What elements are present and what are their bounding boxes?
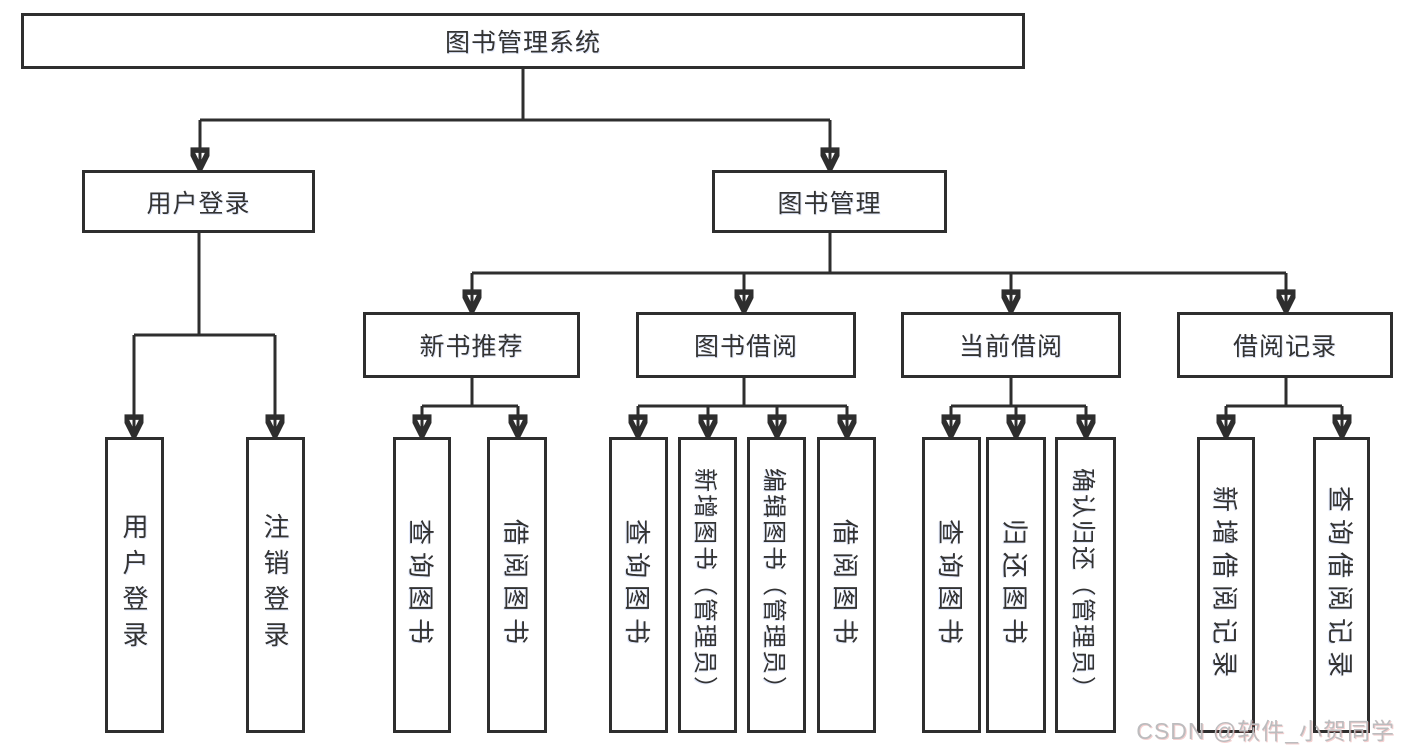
node-user-login: 用户登录 <box>82 170 315 233</box>
leaf-query-books-recommend: 查询图书 <box>393 437 451 733</box>
connector-book-borrow-children <box>638 378 847 432</box>
leaf-add-borrow-record: 新增借阅记录 <box>1197 437 1255 733</box>
leaf-borrow-books-recommend-label: 借阅图书 <box>500 518 531 651</box>
leaf-edit-book-admin-label: 编辑图书（管理员） <box>760 468 787 702</box>
leaf-query-borrow-record: 查询借阅记录 <box>1313 437 1370 733</box>
node-new-book-recommend: 新书推荐 <box>363 312 580 378</box>
leaf-confirm-return-admin-label: 确认归还（管理员） <box>1069 468 1096 702</box>
leaf-query-borrow-record-label: 查询借阅记录 <box>1325 485 1355 684</box>
leaf-add-book-admin: 新增图书（管理员） <box>678 437 737 733</box>
csdn-watermark: CSDN @软件_小贺同学 <box>1136 718 1395 744</box>
leaf-query-books-current-label: 查询图书 <box>935 518 965 651</box>
leaf-return-book-label: 归还图书 <box>999 518 1030 651</box>
connector-borrow-records-children <box>1226 378 1342 432</box>
leaf-query-books-borrow: 查询图书 <box>609 437 668 733</box>
leaf-user-login: 用户登录 <box>105 437 164 733</box>
node-current-borrow: 当前借阅 <box>901 312 1121 378</box>
node-book-management: 图书管理 <box>712 170 947 233</box>
node-book-borrow: 图书借阅 <box>636 312 856 378</box>
node-library-system: 图书管理系统 <box>21 13 1025 69</box>
leaf-borrow-books-recommend: 借阅图书 <box>487 437 547 733</box>
leaf-user-login-label: 用户登录 <box>119 513 149 657</box>
leaf-edit-book-admin: 编辑图书（管理员） <box>747 437 806 733</box>
leaf-confirm-return-admin: 确认归还（管理员） <box>1055 437 1116 733</box>
leaf-return-book: 归还图书 <box>986 437 1046 733</box>
leaf-add-book-admin-label: 新增图书（管理员） <box>691 468 718 702</box>
connector-book-mgmt-to-level3 <box>472 233 1286 307</box>
leaf-query-books-borrow-label: 查询图书 <box>622 518 652 651</box>
node-borrow-records: 借阅记录 <box>1177 312 1393 378</box>
leaf-logout-label: 注销登录 <box>260 513 290 657</box>
leaf-borrow-book-label: 借阅图书 <box>830 518 860 651</box>
leaf-add-borrow-record-label: 新增借阅记录 <box>1209 485 1240 684</box>
connector-current-borrow-children <box>951 378 1086 432</box>
leaf-borrow-book: 借阅图书 <box>817 437 876 733</box>
leaf-query-books-recommend-label: 查询图书 <box>405 518 436 651</box>
leaf-query-books-current: 查询图书 <box>922 437 981 733</box>
connector-root-to-level2 <box>200 69 830 165</box>
connector-user-login-children <box>134 233 275 432</box>
connector-new-book-children <box>422 378 518 432</box>
leaf-logout: 注销登录 <box>246 437 305 733</box>
